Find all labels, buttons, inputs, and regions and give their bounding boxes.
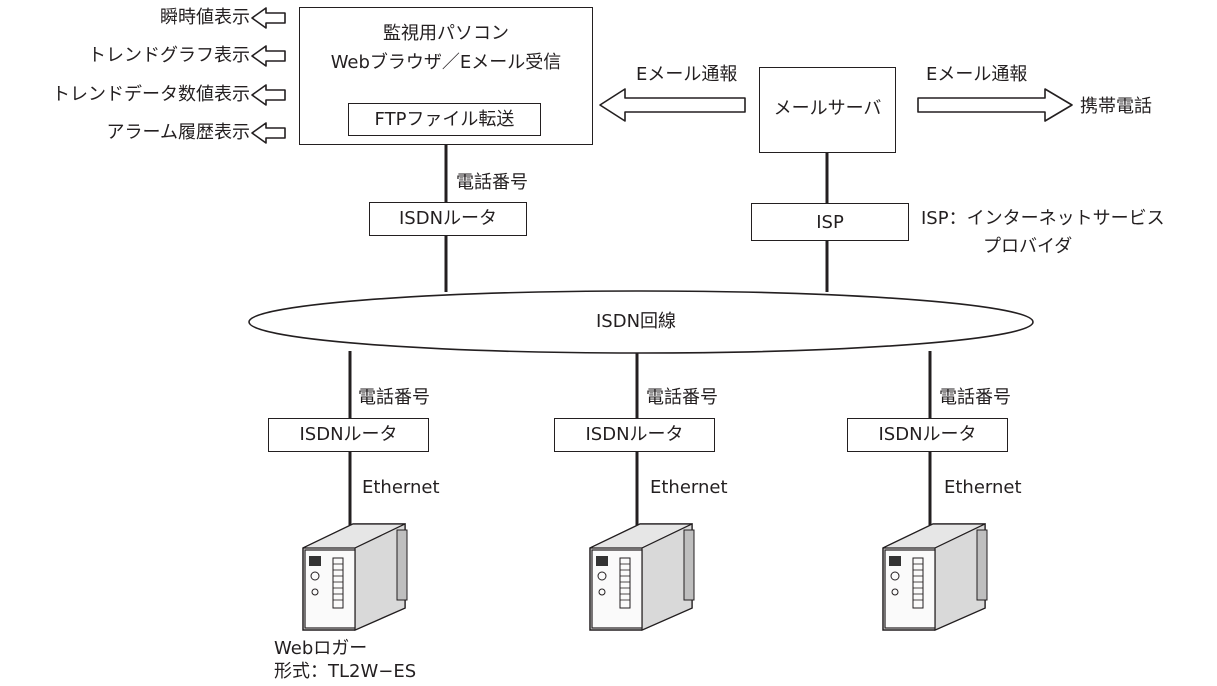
site-isdn-router: ISDNルータ [268,418,429,452]
router-label: ISDNルータ [878,424,977,445]
web-logger-device-icon [589,523,695,631]
router-label: ISDNルータ [585,424,684,445]
arrow-left-icon [251,122,286,144]
isp-legend-cont: プロバイダ [983,236,1073,257]
isdn-network-ellipse [248,290,1034,354]
router-label: ISDNルータ [299,424,398,445]
site-isdn-router: ISDNルータ [847,418,1008,452]
device-caption-name: Webロガー [274,638,368,659]
device-caption-model: 形式：TL2W−ES [274,661,417,682]
isdn-network-label: ISDN回線 [596,311,677,332]
pc-title: 監視用パソコン [383,23,509,44]
arrow-left-icon [251,45,286,67]
display-function-label: トレンドデータ数値表示 [52,84,250,105]
mobile-phone-label: 携帯電話 [1080,96,1152,117]
site-phone-number: 電話番号 [646,387,718,408]
mail-server-box: メールサーバ [759,67,896,153]
ftp-transfer-label: FTPファイル転送 [374,109,515,130]
isp-legend: ISP：インターネットサービス [921,208,1165,229]
display-function-label: アラーム履歴表示 [106,122,250,143]
site-phone-number: 電話番号 [939,387,1011,408]
phone-number-label: 電話番号 [456,172,528,193]
email-notice-left: Eメール通報 [636,64,738,85]
email-arrow-left-icon [599,88,746,122]
pc-subtitle: Webブラウザ／Eメール受信 [330,52,562,73]
monitoring-pc-panel: 監視用パソコン Webブラウザ／Eメール受信 FTPファイル転送 [299,7,593,145]
arrow-left-icon [251,7,286,29]
display-function-label: 瞬時値表示 [160,7,250,28]
email-notice-right: Eメール通報 [926,64,1028,85]
site-isdn-router: ISDNルータ [554,418,715,452]
ethernet-label: Ethernet [650,477,728,498]
arrow-left-icon [251,84,286,106]
ethernet-label: Ethernet [944,477,1022,498]
web-logger-device-icon [882,523,988,631]
display-function-label: トレンドグラフ表示 [88,45,250,66]
web-logger-device-icon [302,523,408,631]
mail-server-label: メールサーバ [773,98,882,119]
isp-box: ISP [751,203,909,241]
isdn-router-center: ISDNルータ [369,202,527,236]
router-label: ISDNルータ [398,208,498,229]
ftp-transfer-box: FTPファイル転送 [348,103,541,136]
ethernet-label: Ethernet [362,477,440,498]
isp-box-label: ISP [816,212,844,233]
email-arrow-right-icon [917,88,1073,122]
site-phone-number: 電話番号 [358,387,430,408]
